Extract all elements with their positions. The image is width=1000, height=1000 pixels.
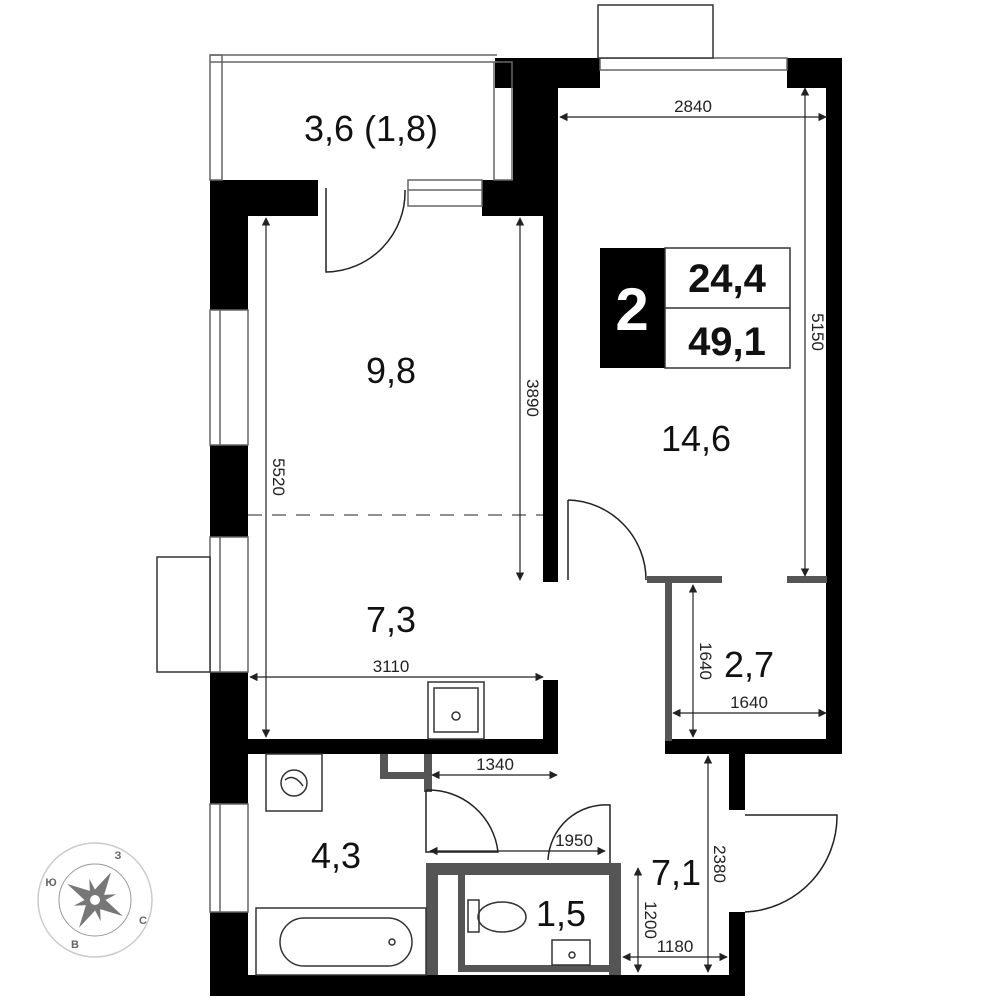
dim-living-depth: 5150 — [808, 313, 827, 351]
dim-hall-depth: 1200 — [641, 901, 660, 939]
outer-walls — [210, 58, 842, 996]
badge-total-area: 49,1 — [688, 320, 766, 364]
dimension-lines — [249, 87, 827, 973]
dim-storage-width: 1640 — [730, 693, 768, 712]
room-labels: 3,6 (1,8) 9,8 14,6 7,3 2,7 4,3 1,5 7,1 — [304, 108, 774, 934]
area-kitchen: 7,3 — [366, 599, 416, 640]
dim-bath-width: 1340 — [476, 755, 514, 774]
dim-living-width: 2840 — [674, 97, 712, 116]
balcony-outline — [209, 54, 513, 181]
compass-east: С — [139, 915, 147, 927]
area-balcony: 3,6 (1,8) — [304, 108, 438, 149]
compass-rose-icon: З Ю С В — [37, 842, 153, 958]
area-bathroom: 4,3 — [311, 835, 361, 876]
area-toilet: 1,5 — [536, 893, 586, 934]
doors — [248, 188, 838, 913]
fixtures — [255, 681, 591, 976]
compass-south: В — [71, 939, 79, 951]
dim-corridor-width: 1950 — [555, 831, 593, 850]
area-badge: 2 24,4 49,1 — [600, 247, 791, 369]
dim-storage-height: 1640 — [696, 642, 715, 680]
area-living: 14,6 — [661, 418, 731, 459]
dim-hall-height: 2380 — [710, 845, 729, 883]
dim-left-depth: 5520 — [269, 458, 288, 496]
partitions — [380, 576, 827, 975]
ac-units — [156, 4, 714, 673]
dim-hall-width: 1180 — [657, 937, 694, 956]
area-storage: 2,7 — [724, 644, 774, 685]
area-bedroom: 9,8 — [366, 350, 416, 391]
badge-room-count: 2 — [615, 276, 648, 343]
compass-west: Ю — [45, 877, 56, 889]
dimension-labels: 2840 5150 3890 5520 3110 1640 1640 1340 … — [269, 97, 827, 956]
dim-kitchen-width: 3110 — [373, 657, 410, 676]
badge-living-area: 24,4 — [688, 257, 767, 301]
dim-bedroom-depth: 3890 — [523, 379, 542, 417]
windows — [209, 57, 788, 913]
area-hall: 7,1 — [651, 852, 701, 893]
compass-north: З — [115, 850, 122, 862]
